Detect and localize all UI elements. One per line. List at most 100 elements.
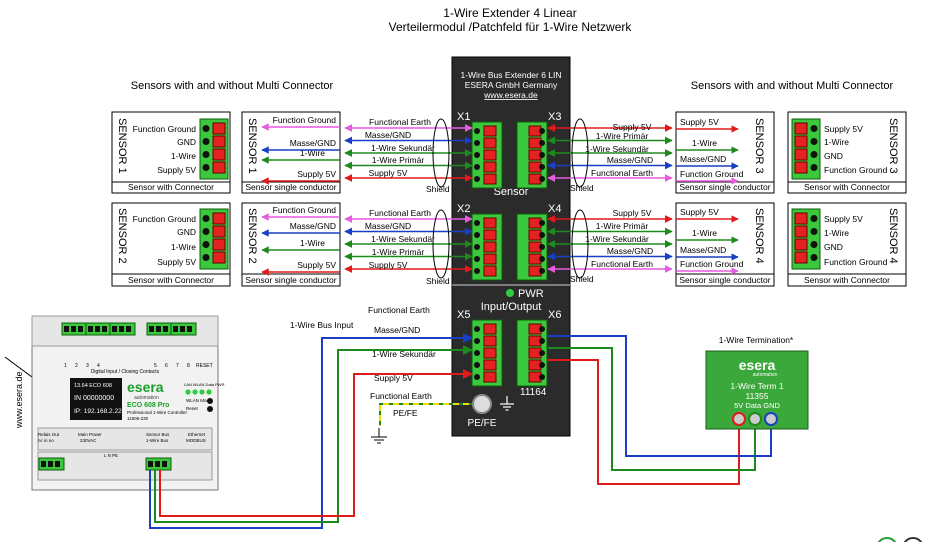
- sensor-2-pin-4: Supply 5V: [157, 257, 196, 267]
- block-x2: [471, 213, 503, 281]
- controller-display-line-3: IP: 192.168.2.22: [74, 408, 122, 415]
- block-x3-pin-icon: [539, 176, 545, 182]
- pwr-label: PWR: [518, 288, 544, 300]
- block-x3-pin-icon: [539, 164, 545, 170]
- sensor-4-single-box: Supply 5V 1-Wire Masse/GND Function Grou…: [675, 202, 775, 287]
- x1-wire-5: Supply 5V: [369, 168, 408, 178]
- extender-module: 1-Wire Bus Extender 6 LIN ESERA GmbH Ger…: [451, 56, 571, 437]
- sensor-2-connector-block-pin-icon: [202, 241, 210, 248]
- sensor-4s-caption: Sensor single conductor: [679, 275, 770, 285]
- sensor-1s-wire-2: Masse/GND: [290, 138, 336, 148]
- sensor-1-pin-4: Supply 5V: [157, 165, 196, 175]
- ctrl-terminal-4-slot: [149, 326, 154, 332]
- controller-pin-3: 3: [86, 363, 89, 369]
- term-wire-5v: [548, 359, 740, 485]
- ctrl-terminal-relay-slot: [55, 461, 60, 467]
- sensor-1s-wire-3: 1-Wire: [300, 148, 325, 158]
- block-x2-screw: [483, 241, 497, 253]
- sensor-1s-wire-4: Supply 5V: [297, 169, 336, 179]
- ctrl-terminal-3-slot: [126, 326, 131, 332]
- termination-pins: 5V Data GND: [734, 401, 780, 410]
- sensor-2-single-box: SENSOR 2 Function Ground Masse/GND 1-Wir…: [241, 202, 341, 287]
- bus-functional-earth: Functional Earth: [370, 391, 432, 401]
- sensor-1-pin-1: Function Ground: [133, 124, 197, 134]
- sensor-4-connector-block-pin-icon: [810, 254, 818, 261]
- ctrl-terminal-4-slot: [163, 326, 168, 332]
- sensor-connectors: [199, 118, 821, 276]
- block-x5-pin-icon: [474, 374, 480, 380]
- controller-model-no: 11606-230: [127, 416, 149, 421]
- controller-pin-4: 4: [97, 363, 100, 369]
- sensor-3s-wire-2: 1-Wire: [692, 138, 717, 148]
- title-line-1: 1-Wire Extender 4 Linear: [443, 6, 576, 20]
- sensor-2s-wire-3: 1-Wire: [300, 238, 325, 248]
- block-x5-screw: [483, 359, 497, 371]
- ctrl-terminal-2: [85, 322, 112, 336]
- sensor-4s-wire-4: Function Ground: [680, 259, 744, 269]
- block-x4-pin-icon: [539, 268, 545, 274]
- block-x1-screw: [483, 161, 497, 173]
- sensor-3-connector-block: [791, 118, 821, 180]
- bus-wire-pe-green: [379, 403, 472, 426]
- module-pe-label: PE/FE: [468, 418, 497, 429]
- block-x4: [516, 213, 548, 281]
- x1-wire-2: Masse/GND: [365, 130, 411, 140]
- sensor-3-connector-block-pin-icon: [810, 125, 818, 132]
- block-x4-pin-icon: [539, 256, 545, 262]
- sensor-4-vertical-label: SENSOR 4: [887, 208, 899, 264]
- sensor-2-connector-block-pin-icon: [202, 215, 210, 222]
- x2-wire-4: 1-Wire Primär: [372, 247, 425, 257]
- termination-brand: esera: [739, 357, 776, 373]
- block-x1-screw: [483, 173, 497, 185]
- controller-wlan-mode: WLAN Mode: [186, 398, 212, 403]
- block-x3: [516, 121, 548, 189]
- module-header-2: ESERA GmbH Germany: [465, 80, 558, 90]
- x4-shield-label: Shield: [570, 274, 594, 284]
- bus-sekundaer: 1-Wire Sekundär: [372, 349, 436, 359]
- shield-x3-icon: [571, 118, 589, 188]
- sensor-2-connector-block-pin-icon: [202, 228, 210, 235]
- sensor-4s-wire-2: 1-Wire: [692, 228, 717, 238]
- sensor-2-connector-block-pin-icon: [202, 254, 210, 261]
- ctrl-terminal-5: [170, 322, 197, 336]
- block-x1-screw: [483, 149, 497, 161]
- reset-button-icon[interactable]: [207, 406, 213, 412]
- block-x2-screw: [483, 265, 497, 277]
- sensor-4-connector-block: [791, 208, 821, 270]
- pe-screw-icon: [472, 394, 492, 414]
- sensor-4-connector-block-pin-icon: [810, 241, 818, 248]
- block-x5-screw: [483, 371, 497, 383]
- block-x5: [471, 319, 503, 387]
- sensor-4-caption: Sensor with Connector: [804, 275, 890, 285]
- controller-main-power-sub: 230VAC: [80, 438, 97, 443]
- controller-url-vertical: www.esera.de: [14, 371, 24, 429]
- ctrl-terminal-1-slot: [78, 326, 83, 332]
- block-x2-screw: [483, 253, 497, 265]
- block-x1-pin-icon: [474, 164, 480, 170]
- block-x1-screw: [483, 125, 497, 137]
- block-x5-pin-icon: [474, 326, 480, 332]
- controller-main-power: Main Power: [78, 432, 102, 437]
- sensor-3-connector-block-pin-icon: [810, 138, 818, 145]
- x3-shield-label: Shield: [570, 183, 594, 193]
- controller-leds: [185, 389, 212, 395]
- block-x1-pin-icon: [474, 128, 480, 134]
- block-x4-pin-icon: [539, 220, 545, 226]
- x4-wire-1: Supply 5V: [613, 208, 652, 218]
- x2-wire-1: Functional Earth: [369, 208, 431, 218]
- ctrl-terminal-4-slot: [156, 326, 161, 332]
- sensor-2-connector-block: [199, 208, 229, 270]
- ctrl-terminal-bus-slot: [155, 461, 160, 467]
- term-wire-gnd: [548, 335, 772, 457]
- sensor-1-caption: Sensor with Connector: [128, 182, 214, 192]
- sensor-1s-wire-1: Function Ground: [273, 115, 337, 125]
- x4-wire-4: Masse/GND: [607, 246, 653, 256]
- ctrl-terminal-2-slot: [88, 326, 93, 332]
- wlan-mode-button-icon[interactable]: [207, 398, 213, 404]
- sensor-3-connector-block-pin-icon: [810, 151, 818, 158]
- controller-display-line-1: 13.64 ECO 608: [74, 383, 112, 389]
- eco-controller: www.esera.de Digital Input / Closing Con…: [4, 315, 225, 491]
- port-x6-label: X6: [548, 309, 561, 321]
- block-x3-pin-icon: [539, 140, 545, 146]
